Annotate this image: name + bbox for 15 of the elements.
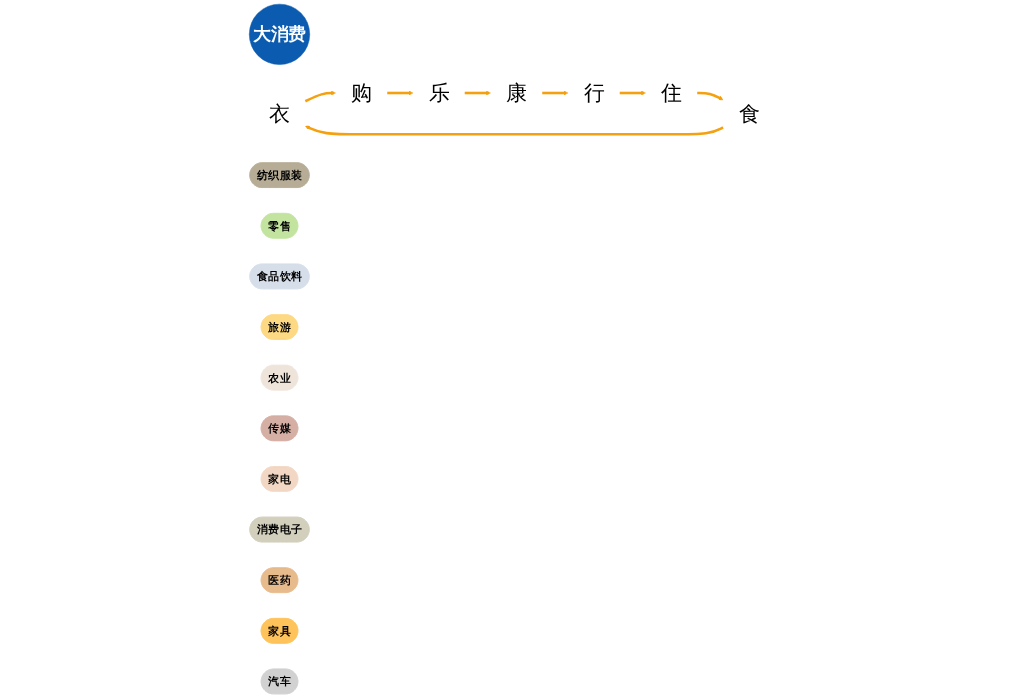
node-text: 食 [738,101,760,126]
arrow [542,90,569,96]
node-text: 住 [661,81,682,105]
node-text: 衣 [269,101,290,126]
arrow [464,90,491,96]
arrow [697,91,724,101]
arrow [304,90,336,103]
arrow [619,90,646,96]
node-text: 购 [351,81,372,105]
arrow [305,125,724,136]
node-text: 乐 [428,81,450,105]
arrow [387,90,414,96]
node-text: 康 [506,81,527,105]
node-circle: 大消费 [249,3,310,65]
node-text: 行 [583,81,605,105]
